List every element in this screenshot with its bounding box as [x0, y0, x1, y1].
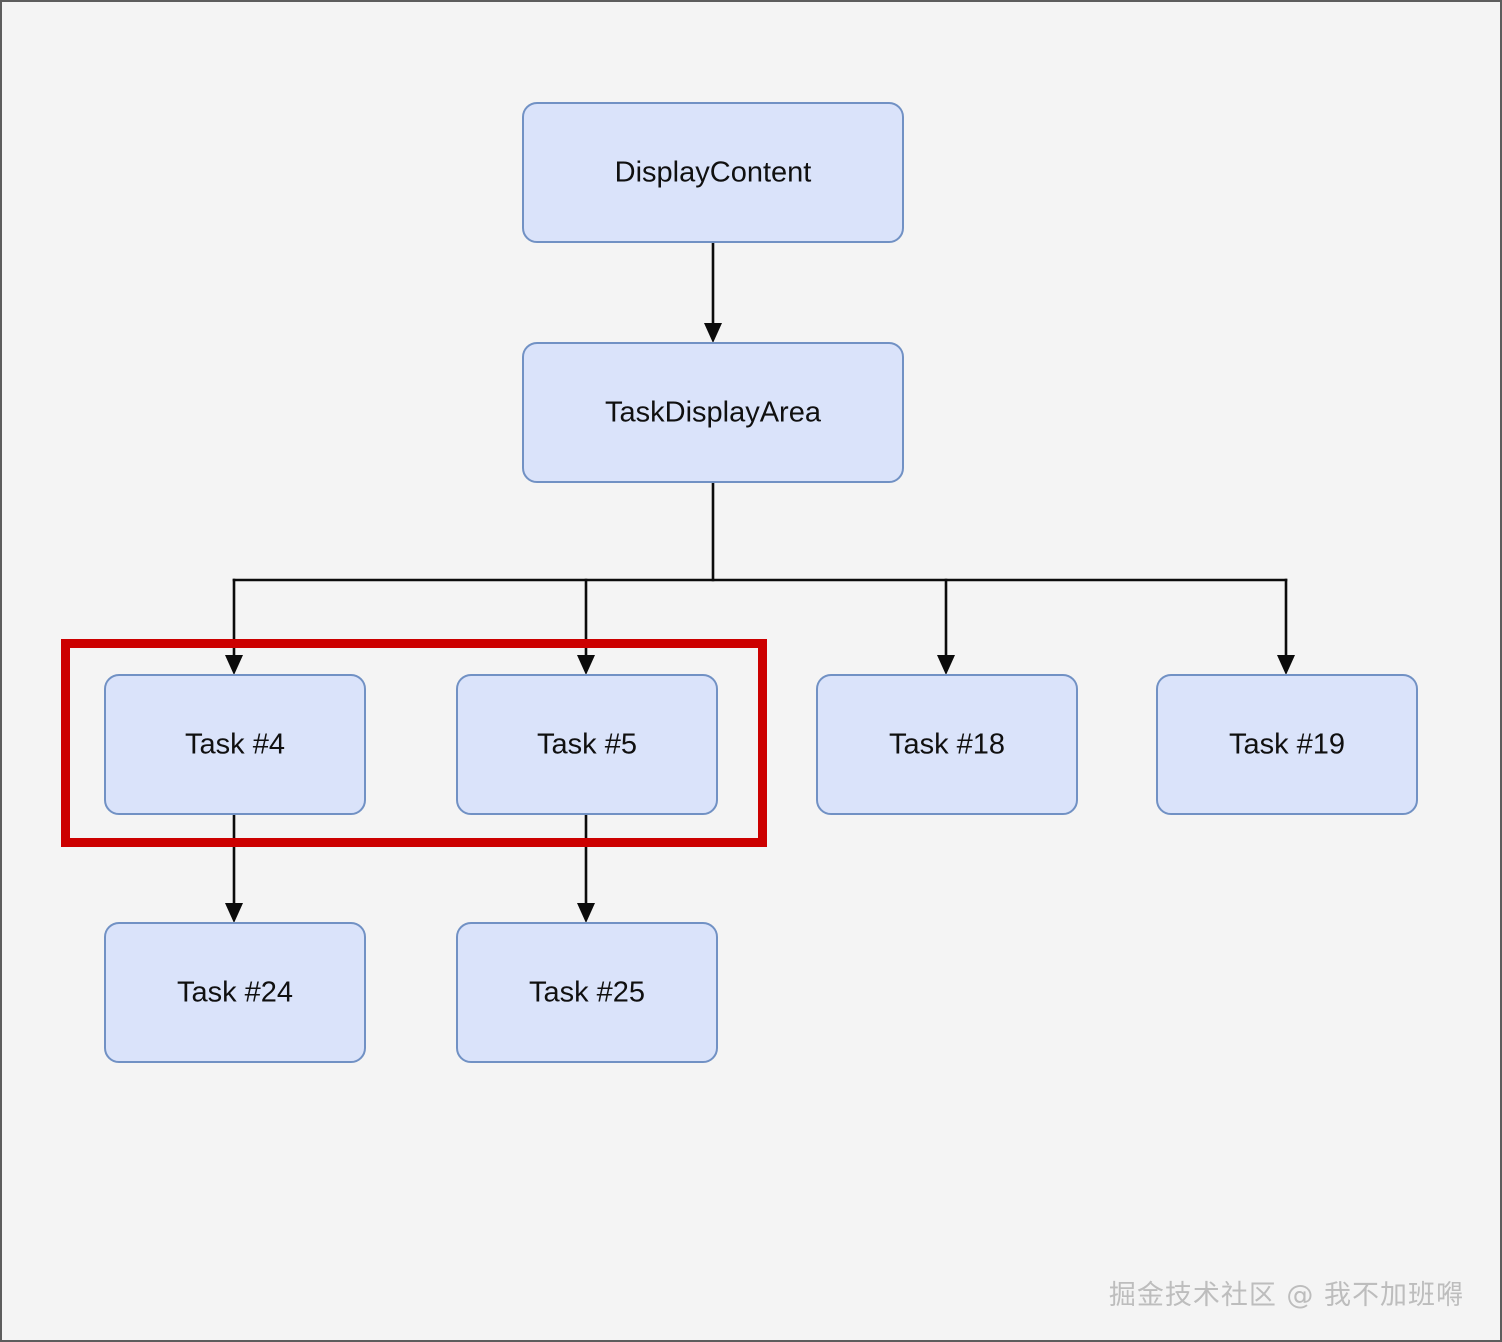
node-task-19-rect[interactable] — [1156, 674, 1418, 815]
watermark-label: 掘金技术社区 @ 我不加班嘚 — [1109, 1280, 1464, 1311]
node-task-25-label: Task #25 — [529, 977, 645, 1009]
node-task-5-rect[interactable] — [456, 674, 718, 815]
node-task-18[interactable]: Task #18 — [816, 674, 1078, 815]
node-task-24-label: Task #24 — [177, 977, 293, 1009]
node-task-display-area-label: TaskDisplayArea — [605, 397, 822, 429]
edge-display-content-to-task-display-area — [704, 240, 722, 343]
edge-bus-trunk — [232, 480, 1288, 582]
node-task-18-label: Task #18 — [889, 729, 1005, 761]
edge-task-5-to-task-25 — [577, 812, 595, 923]
edge-task-display-area-to-task-4 — [225, 578, 243, 675]
node-task-4-label: Task #4 — [185, 729, 285, 761]
node-display-content-rect[interactable] — [522, 102, 904, 243]
node-display-content-label: DisplayContent — [615, 157, 812, 189]
node-task-24-rect[interactable] — [104, 922, 366, 1063]
edge-task-display-area-to-task-5 — [577, 578, 595, 675]
node-task-5[interactable]: Task #5 — [456, 674, 718, 815]
node-task-19[interactable]: Task #19 — [1156, 674, 1418, 815]
edge-task-display-area-to-task-18 — [937, 578, 955, 675]
edge-task-display-area-to-task-19 — [1277, 578, 1295, 675]
node-display-content[interactable]: DisplayContent — [522, 102, 904, 243]
node-layer: DisplayContent TaskDisplayArea Task #4 T… — [104, 102, 1418, 1063]
node-task-5-label: Task #5 — [537, 729, 637, 761]
node-task-4-rect[interactable] — [104, 674, 366, 815]
node-task-25-rect[interactable] — [456, 922, 718, 1063]
node-task-25[interactable]: Task #25 — [456, 922, 718, 1063]
edge-task-4-to-task-24 — [225, 812, 243, 923]
node-task-display-area-rect[interactable] — [522, 342, 904, 483]
node-task-display-area[interactable]: TaskDisplayArea — [522, 342, 904, 483]
node-task-19-label: Task #19 — [1229, 729, 1345, 761]
node-task-4[interactable]: Task #4 — [104, 674, 366, 815]
node-task-18-rect[interactable] — [816, 674, 1078, 815]
selected-task-group-highlight — [61, 639, 767, 847]
edge-layer — [225, 240, 1295, 923]
node-task-24[interactable]: Task #24 — [104, 922, 366, 1063]
